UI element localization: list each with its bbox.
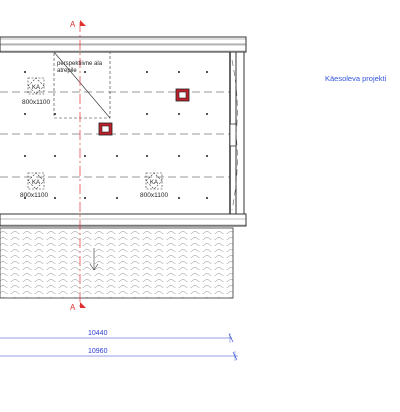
roof-window-size: 800x1100: [22, 99, 50, 106]
top-wall: [0, 36, 247, 53]
dimension-1: 10440: [0, 330, 234, 343]
section-label-top: A: [70, 20, 76, 29]
dimension-value: 10960: [88, 348, 108, 355]
roof-window-size: 800x1100: [140, 192, 168, 199]
chimney-1: [175, 88, 190, 102]
roof-window-1: KA 800x1100: [22, 77, 50, 106]
dimension-2: 10960: [0, 348, 238, 361]
project-note: Käesoleva projekti: [325, 74, 387, 83]
roof-window-size: 800x1100: [20, 192, 48, 199]
roof-window-code: KA: [150, 180, 158, 186]
room-outline: [0, 51, 245, 215]
roof-window-code: KA: [32, 85, 40, 91]
roof-window-3: KA 800x1100: [140, 172, 168, 199]
dimension-value: 10440: [88, 330, 108, 337]
rafter-markers: [24, 71, 208, 199]
section-label-bottom: A: [70, 303, 76, 312]
roof-window-2: KA 800x1100: [20, 172, 48, 199]
axis-lines: [0, 91, 230, 178]
right-dashed-line: [231, 59, 238, 211]
opening-note-line2: atrepile: [57, 68, 77, 74]
chimney-2: [98, 122, 113, 136]
bottom-wall: [0, 213, 247, 227]
side-window: [229, 123, 237, 147]
section-line-a: A A: [70, 20, 86, 312]
stair-opening: perspektiivne ala atrepile: [53, 51, 111, 119]
lower-roof: [0, 227, 234, 299]
roof-window-code: KA: [32, 180, 40, 186]
